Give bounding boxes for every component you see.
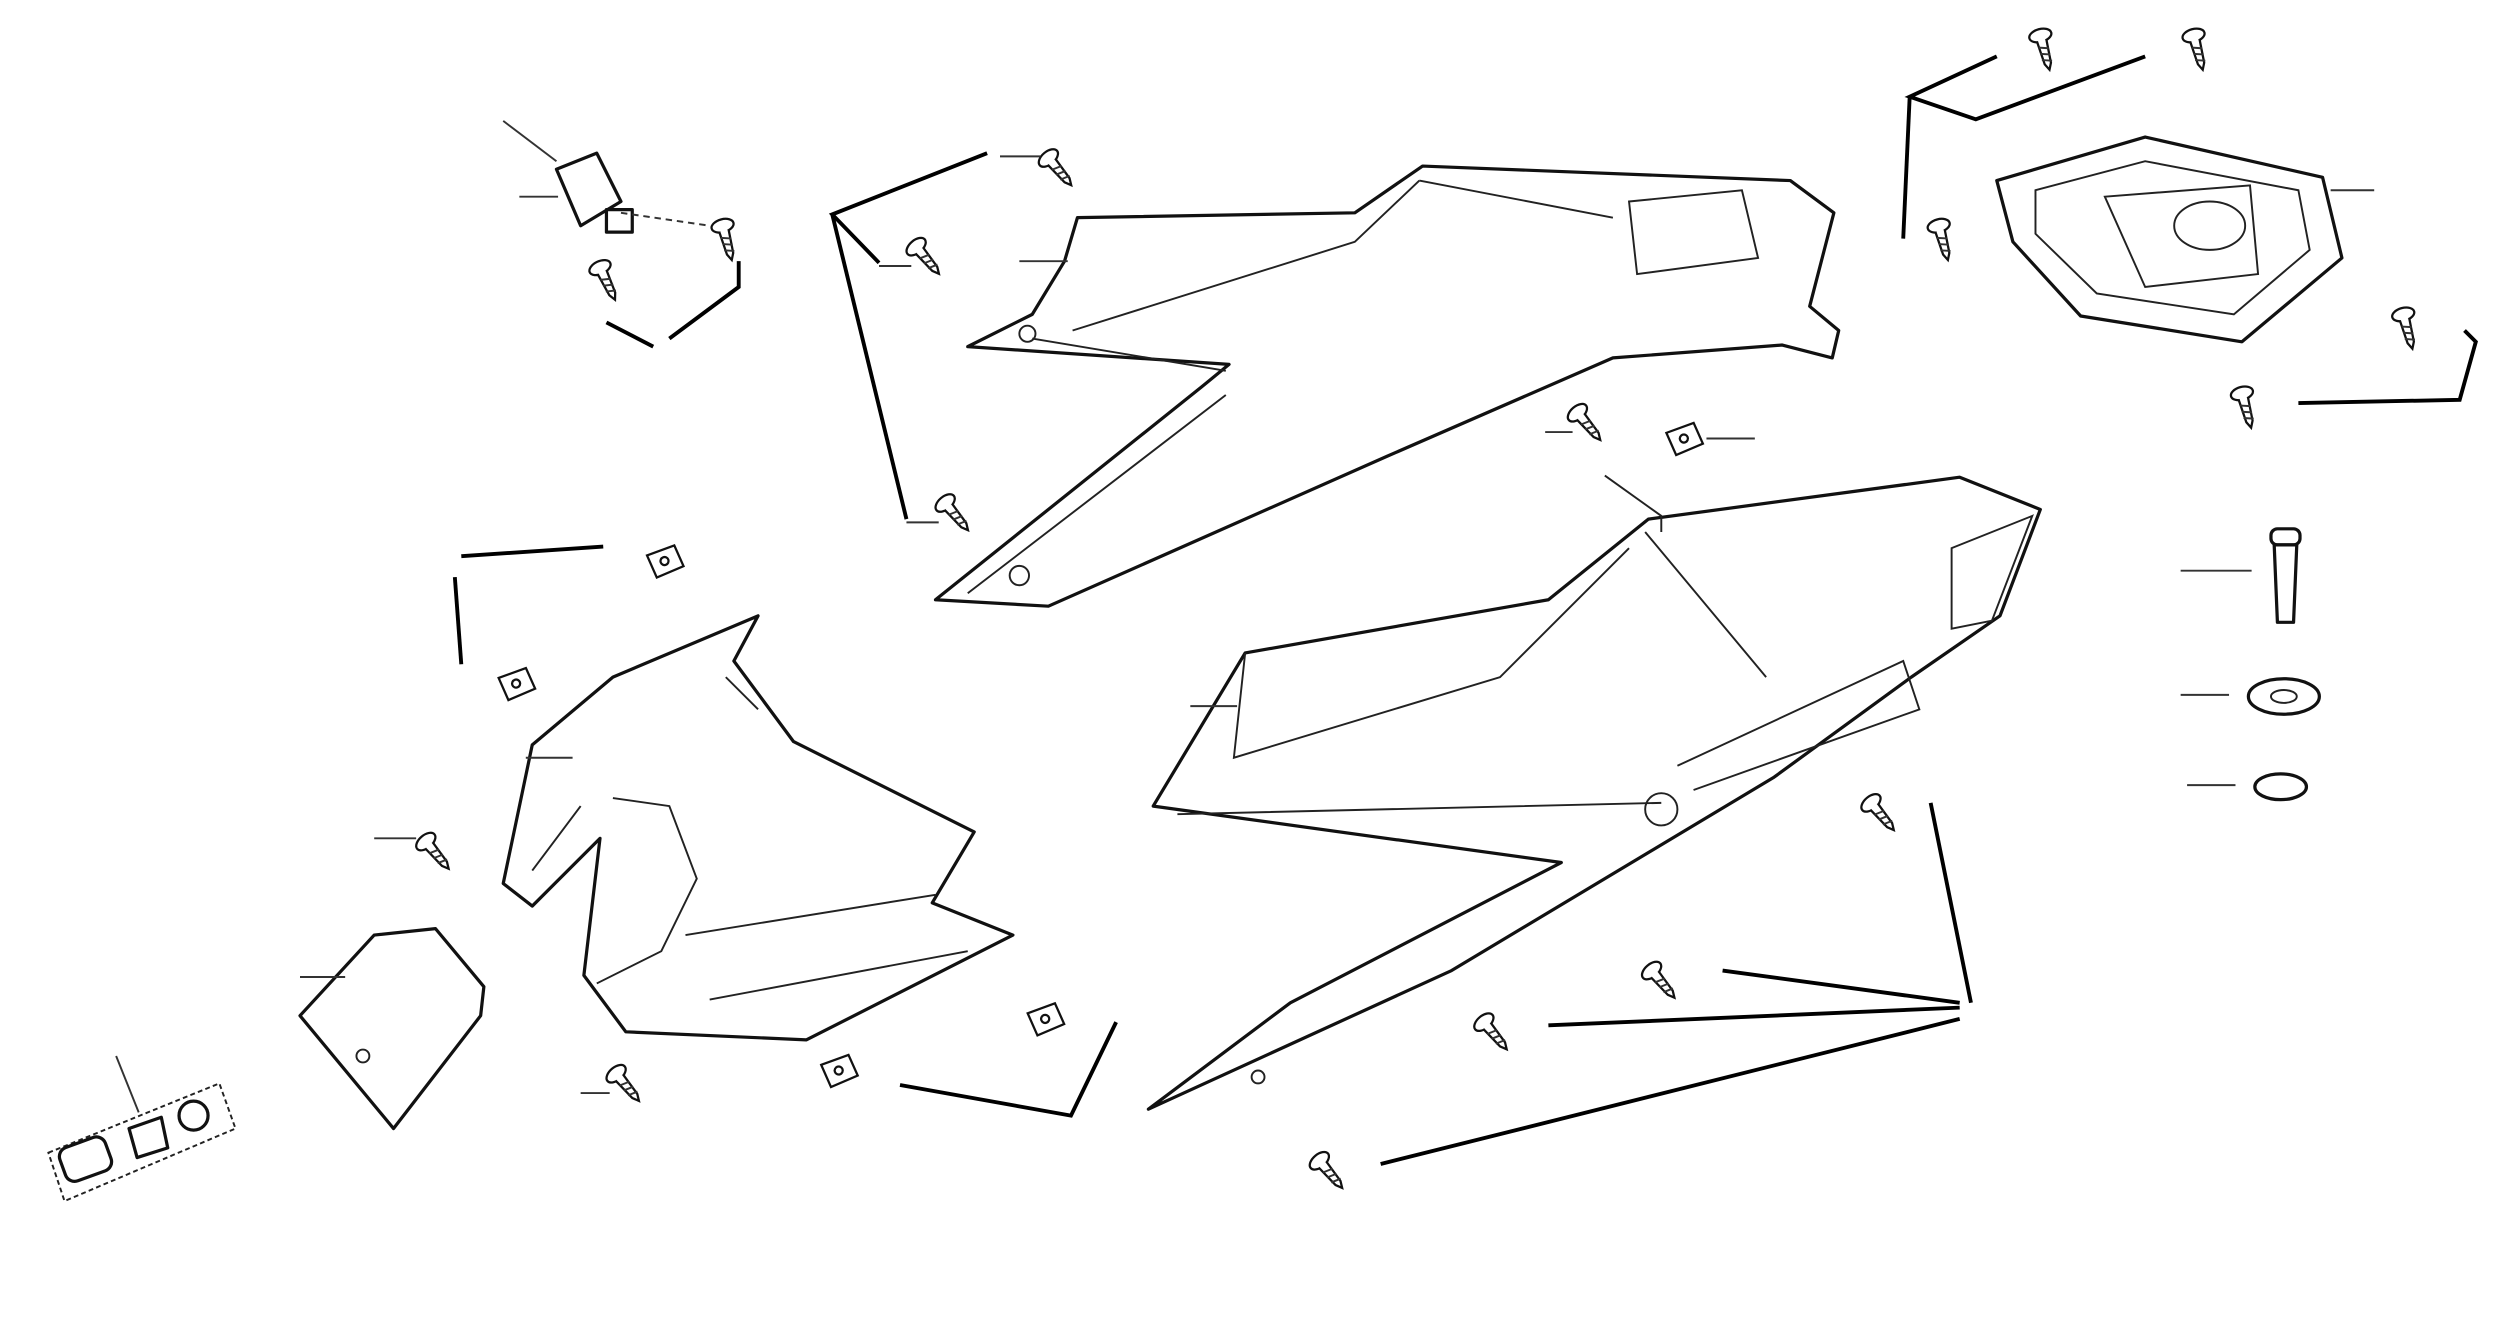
latch-mechanism — [502, 120, 710, 234]
leader-lines — [374, 54, 2478, 1166]
mounting-plate — [1995, 135, 2375, 344]
lower-side-panel — [1146, 474, 2042, 1111]
lock-assembly — [47, 1055, 237, 1203]
front-cowl-panel — [501, 614, 1015, 1042]
small-cover-panel — [298, 927, 486, 1131]
upper-side-panel — [933, 164, 1841, 608]
bolt-washer-stack — [2180, 527, 2321, 802]
